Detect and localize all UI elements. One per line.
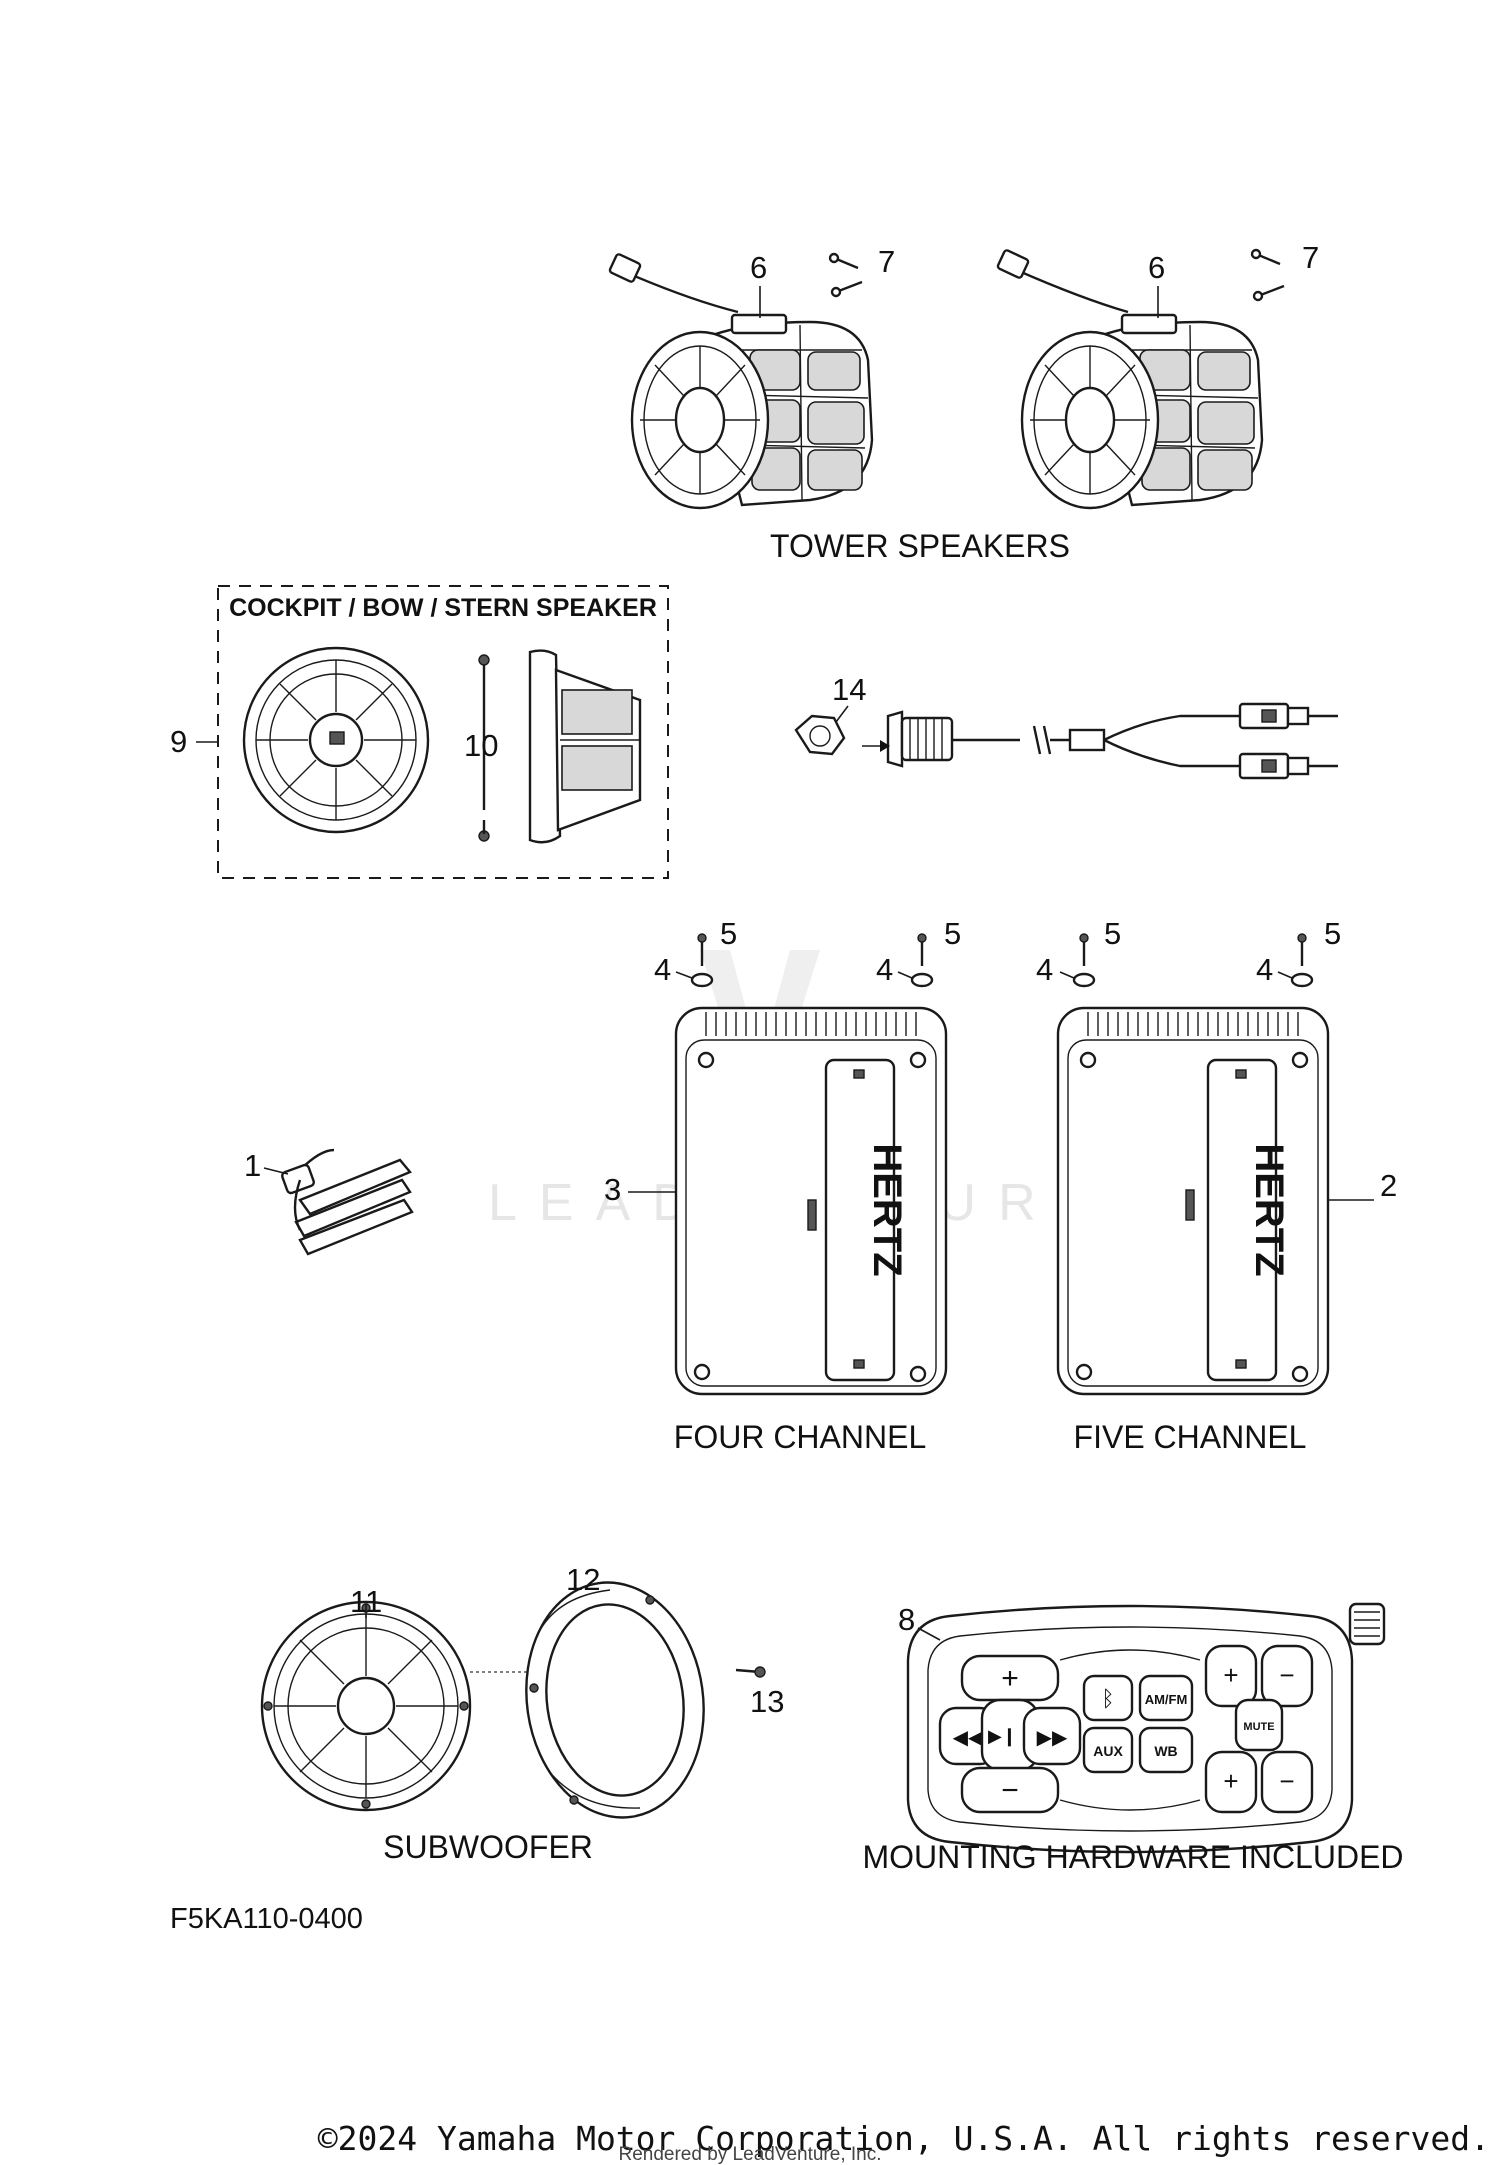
tower-speakers-label: TOWER SPEAKERS — [770, 528, 1070, 564]
svg-text:AUX: AUX — [1093, 1743, 1123, 1759]
amplifier-four-channel[interactable]: HERTZ — [674, 1006, 948, 1396]
tower-speaker-left[interactable] — [608, 253, 874, 510]
screws-7 — [1250, 248, 1285, 302]
screws-10 — [478, 654, 490, 842]
volume-down-button[interactable] — [960, 1766, 1060, 1814]
callout-2: 2 — [1380, 1168, 1397, 1203]
svg-text:−: − — [1279, 1766, 1294, 1796]
cable-connector — [608, 253, 642, 283]
callout-14: 14 — [832, 672, 866, 707]
callout-6: 6 — [1148, 250, 1165, 285]
callout-3: 3 — [604, 1172, 621, 1207]
cockpit-speaker-box — [217, 585, 669, 879]
remote-control[interactable]: + ◀◀ ▶❙❙ ▶▶ − ᛒ AM/FM AUX WB + − MUTE + … — [906, 1602, 1386, 1854]
rendered-by: Rendered by LeadVenture, Inc. — [618, 2144, 881, 2165]
hex-nut — [794, 714, 846, 756]
tower-mount — [1120, 313, 1178, 335]
heatsink-fins — [1087, 1012, 1299, 1036]
mute-button[interactable] — [1234, 1698, 1284, 1752]
callout-5: 5 — [1104, 916, 1121, 951]
svg-text:+: + — [1223, 1766, 1238, 1796]
aux-flange — [886, 710, 904, 768]
watermark-logo — [700, 950, 820, 1140]
callout-4: 4 — [654, 952, 671, 987]
callout-4: 4 — [876, 952, 893, 987]
four-channel-label: FOUR CHANNEL — [674, 1419, 926, 1455]
callout-9: 9 — [170, 724, 187, 759]
amp-brand-plate — [1206, 1058, 1278, 1382]
callout-12: 12 — [566, 1562, 600, 1597]
aux-input-cable[interactable] — [794, 702, 1338, 780]
svg-text:▶▶: ▶▶ — [1037, 1727, 1068, 1749]
fastener-set-1 — [675, 933, 714, 988]
fastener-set-2 — [897, 933, 934, 988]
callout-5: 5 — [720, 916, 737, 951]
wiring-harness[interactable] — [281, 1148, 414, 1256]
zone2-down-button[interactable] — [1260, 1750, 1314, 1814]
amp-brand: HERTZ — [865, 1143, 909, 1276]
speaker-cable — [624, 270, 739, 314]
diagram-code: F5KA110-0400 — [170, 1903, 363, 1935]
cable-splitter — [1068, 728, 1106, 752]
zone1-down-button[interactable] — [1260, 1644, 1314, 1708]
callout-4: 4 — [1256, 952, 1273, 987]
fastener-set-3 — [1059, 933, 1096, 988]
aux-button[interactable] — [1082, 1726, 1134, 1774]
fastener-set-4 — [1277, 933, 1314, 988]
zone1-up-button[interactable] — [1204, 1644, 1258, 1708]
heatsink-fins — [705, 1012, 917, 1036]
callout-7: 7 — [878, 244, 895, 279]
copyright-notice: ©2024 Yamaha Motor Corporation, U.S.A. A… — [318, 2119, 1490, 2158]
screws-7 — [828, 252, 863, 298]
amplifier-five-channel[interactable]: HERTZ — [1056, 1006, 1330, 1396]
svg-text:MUTE: MUTE — [1243, 1721, 1274, 1733]
callout-10: 10 — [464, 728, 498, 763]
five-channel-label: FIVE CHANNEL — [1074, 1419, 1307, 1455]
callout-1: 1 — [244, 1148, 261, 1183]
speaker-cable — [1011, 266, 1129, 314]
callout-5: 5 — [944, 916, 961, 951]
subwoofer[interactable] — [260, 1600, 472, 1812]
svg-text:AM/FM: AM/FM — [1145, 1692, 1188, 1707]
tower-speaker-right[interactable] — [996, 249, 1264, 510]
svg-text:−: − — [1279, 1660, 1294, 1690]
weather-band-button[interactable] — [1138, 1726, 1194, 1774]
cable-connector — [996, 249, 1030, 279]
speaker-cone — [674, 386, 726, 454]
cockpit-speaker-title: COCKPIT / BOW / STERN SPEAKER — [229, 594, 657, 622]
callout-6: 6 — [750, 250, 767, 285]
svg-text:◀◀: ◀◀ — [953, 1727, 984, 1749]
amp-brand-plate — [824, 1058, 896, 1382]
remote-plug — [1348, 1602, 1386, 1646]
callout-4: 4 — [1036, 952, 1053, 987]
speaker-cone — [1064, 386, 1116, 454]
svg-text:+: + — [1223, 1660, 1238, 1690]
svg-text:+: + — [1001, 1662, 1019, 1695]
svg-text:WB: WB — [1154, 1743, 1177, 1759]
zone2-up-button[interactable] — [1204, 1750, 1258, 1814]
bluetooth-button[interactable] — [1082, 1674, 1134, 1722]
callout-7: 7 — [1302, 240, 1319, 275]
am-fm-button[interactable] — [1138, 1674, 1194, 1722]
subwoofer-label: SUBWOOFER — [383, 1829, 593, 1865]
callout-5: 5 — [1324, 916, 1341, 951]
subwoofer-spacer-ring[interactable] — [511, 1571, 718, 1829]
svg-text:−: − — [1001, 1774, 1019, 1807]
cockpit-speaker[interactable] — [242, 646, 430, 834]
next-button[interactable] — [1022, 1706, 1082, 1766]
svg-text:▶❙❙: ▶❙❙ — [988, 1726, 1032, 1747]
subwoofer-cone — [336, 1676, 396, 1736]
cockpit-speaker-side — [528, 649, 642, 844]
bluetooth-icon: ᛒ — [1101, 1686, 1114, 1711]
tower-mount — [730, 313, 788, 335]
callout-8: 8 — [898, 1602, 915, 1637]
screw-13 — [735, 1666, 766, 1678]
amp-brand: HERTZ — [1247, 1143, 1291, 1276]
mounting-hardware-label: MOUNTING HARDWARE INCLUDED — [862, 1839, 1403, 1875]
callout-13: 13 — [750, 1684, 784, 1719]
